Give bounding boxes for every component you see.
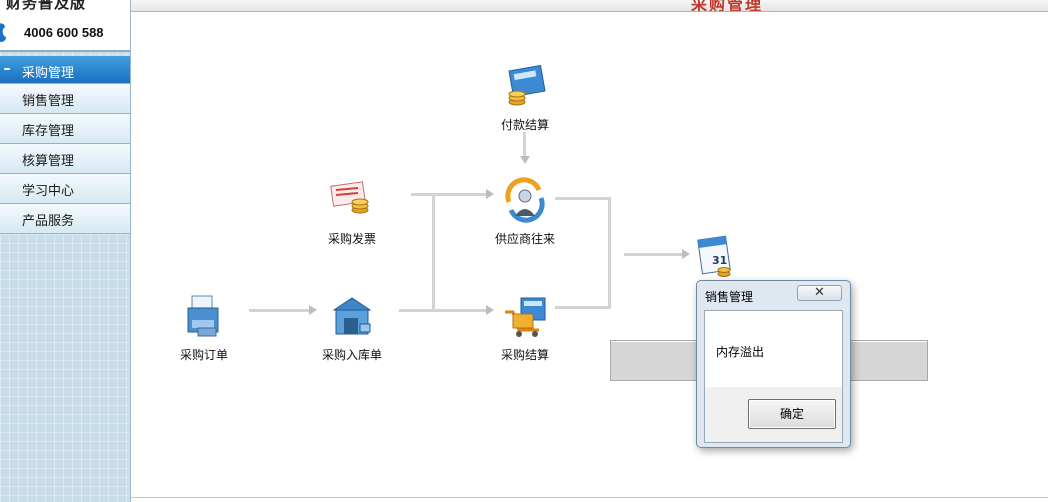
calculator-icon — [508, 64, 546, 106]
sidebar-item-purchase[interactable]: 采购管理 — [0, 56, 130, 84]
phone-number: 4006 600 588 — [24, 25, 104, 40]
arrow-to-supplier — [432, 193, 486, 196]
cart-calculator-icon — [505, 297, 546, 337]
sidebar-item-learning[interactable]: 学习中心 — [0, 174, 130, 204]
node-label: 采购发票 — [327, 232, 376, 246]
sidebar-item-services[interactable]: 产品服务 — [0, 204, 130, 234]
dialog-message: 内存溢出 — [716, 345, 765, 359]
invoice-icon — [330, 181, 369, 214]
logo-strip: 财务普及版 — [0, 0, 130, 12]
sidebar-item-accounting[interactable]: 核算管理 — [0, 144, 130, 174]
dialog-message-area: 内存溢出 — [705, 311, 842, 387]
supplier-icon — [505, 177, 545, 223]
arrowhead — [682, 249, 690, 259]
node-purchase-invoice[interactable]: 采购发票 — [307, 176, 397, 247]
close-button[interactable]: ✕ — [797, 285, 842, 301]
bottom-divider — [131, 497, 1048, 498]
node-purchase-inbound[interactable]: 采购入库单 — [307, 292, 397, 363]
logo-text: 财务普及版 — [6, 0, 87, 12]
arrow-to-settlement — [432, 309, 486, 312]
sidebar-item-label: 学习中心 — [22, 184, 75, 199]
node-label: 供应商往来 — [494, 232, 555, 246]
arrow-settlement-out — [555, 306, 611, 309]
arrowhead — [486, 189, 494, 199]
arrowhead — [486, 305, 494, 315]
arrow-inbound-out — [399, 309, 433, 312]
node-calendar[interactable]: 31 — [679, 232, 749, 280]
arrow-payment-to-supplier — [523, 132, 526, 158]
sidebar: 财务普及版 4006 600 588 采购管理 销售管理 库存管理 核算管理 — [0, 0, 131, 502]
phone-banner: 4006 600 588 — [0, 12, 130, 52]
purchase-order-icon — [187, 295, 219, 337]
sidebar-item-sales[interactable]: 销售管理 — [0, 84, 130, 114]
node-label: 付款结算 — [500, 118, 549, 132]
arrow-invoice-out — [411, 193, 435, 196]
arrow-vertical-split — [432, 193, 435, 312]
top-title: 采购管理 — [691, 0, 764, 12]
arrow-right-vertical — [608, 197, 611, 309]
sidebar-menu: 采购管理 销售管理 库存管理 核算管理 学习中心 产品服务 — [0, 56, 130, 234]
node-purchase-order[interactable]: 采购订单 — [159, 292, 249, 363]
arrow-order-to-inbound — [249, 309, 311, 312]
node-label: 采购结算 — [500, 348, 549, 362]
top-bar: 采购管理 — [131, 0, 1048, 12]
close-icon: ✕ — [814, 285, 825, 300]
ok-button[interactable]: 确定 — [748, 399, 836, 429]
bullet-icon — [4, 68, 10, 70]
sidebar-item-label: 库存管理 — [22, 124, 75, 139]
warehouse-icon — [332, 297, 372, 335]
main-panel: 采购管理 采购订单 — [131, 0, 1048, 502]
sidebar-item-label: 销售管理 — [22, 94, 75, 109]
node-supplier-dealings[interactable]: 供应商往来 — [480, 176, 570, 247]
arrowhead — [309, 305, 317, 315]
node-payment-settlement[interactable]: 付款结算 — [480, 62, 570, 133]
dialog-title: 销售管理 — [705, 290, 754, 304]
dialog-body: 内存溢出 确定 — [704, 310, 843, 443]
sidebar-item-label: 采购管理 — [22, 66, 75, 81]
phone-icon — [0, 23, 6, 42]
arrow-supplier-out — [555, 197, 611, 200]
sidebar-item-label: 产品服务 — [22, 214, 75, 229]
svg-text:31: 31 — [712, 254, 727, 267]
calendar-icon: 31 — [697, 235, 731, 277]
message-dialog: 销售管理 ✕ 内存溢出 确定 — [696, 280, 851, 448]
node-purchase-settlement[interactable]: 采购结算 — [480, 292, 570, 363]
arrow-to-calendar — [624, 253, 682, 256]
sidebar-item-label: 核算管理 — [22, 154, 75, 169]
node-label: 采购入库单 — [321, 348, 382, 362]
node-label: 采购订单 — [179, 348, 228, 362]
arrowhead — [520, 156, 530, 164]
sidebar-item-inventory[interactable]: 库存管理 — [0, 114, 130, 144]
